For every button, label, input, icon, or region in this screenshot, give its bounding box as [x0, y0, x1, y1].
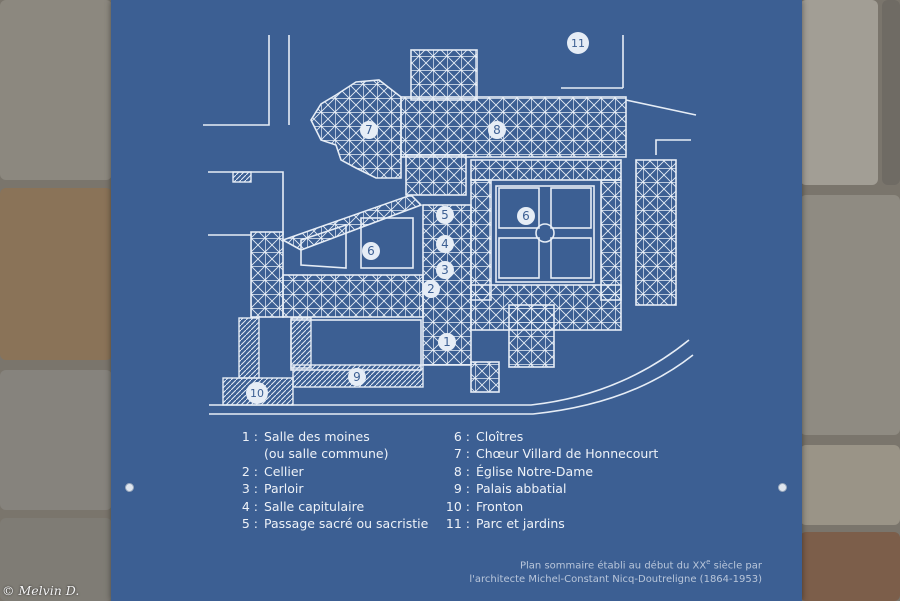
legend-right: 6 :Cloîtres 7 :Chœur Villard de Honnecou… — [436, 428, 658, 532]
boundary-line — [203, 35, 270, 126]
cloister-west-walk — [470, 179, 492, 301]
crossing — [405, 154, 467, 196]
marker-8: 8 — [488, 121, 506, 139]
svg-text:4: 4 — [441, 237, 449, 251]
svg-text:11: 11 — [571, 37, 585, 50]
marker-4: 4 — [436, 235, 454, 253]
information-sign: 1 2 3 4 5 6 6 7 8 9 10 11 1 :Salle des m… — [111, 0, 802, 601]
west-cloister-room — [360, 217, 414, 269]
refectory — [508, 304, 555, 368]
marker-1: 1 — [438, 333, 456, 351]
marker-9: 9 — [348, 368, 366, 386]
legend-item: 9 :Palais abbatial — [453, 481, 567, 497]
garden-parterre — [550, 187, 592, 229]
garden-parterre — [498, 237, 540, 279]
svg-text:2: 2 — [427, 282, 435, 296]
svg-text:1: 1 — [443, 335, 451, 349]
stone-block — [800, 445, 900, 525]
screw — [778, 483, 787, 492]
west-wing — [250, 231, 284, 318]
legend-item: 10 :Fronton — [445, 498, 524, 514]
abbey-floor-plan: 1 2 3 4 5 6 6 7 8 9 10 11 — [203, 32, 697, 415]
stone-block — [800, 195, 900, 435]
legend-left: 1 :Salle des moines (ou salle commune) 2… — [224, 428, 428, 532]
legend-item: 2 :Cellier — [241, 463, 304, 479]
screw — [125, 483, 134, 492]
road-curve — [209, 339, 690, 406]
legend-item: 7 :Chœur Villard de Honnecourt — [453, 446, 659, 462]
credit-line-1: Plan sommaire établi au début du XXe siè… — [520, 558, 762, 572]
palace-wall — [238, 317, 260, 379]
choir-apse — [310, 79, 402, 179]
legend-item: 11 :Parc et jardins — [445, 516, 565, 532]
legend-item: 1 :Salle des moines — [241, 429, 370, 444]
palace-wall — [290, 317, 312, 369]
garden-fountain — [535, 223, 555, 243]
legend-item: 3 :Parloir — [241, 481, 304, 497]
stone-block — [0, 188, 112, 360]
stone-block — [800, 532, 900, 601]
church-transept — [410, 49, 478, 101]
svg-text:7: 7 — [365, 123, 373, 137]
svg-text:10: 10 — [250, 387, 264, 400]
legend-item: 4 :Salle capitulaire — [241, 498, 365, 514]
legend-item: (ou salle commune) — [264, 446, 389, 462]
marker-7: 7 — [360, 121, 378, 139]
east-gallery — [635, 159, 677, 306]
cloister-walk — [281, 194, 423, 251]
svg-text:9: 9 — [353, 370, 361, 384]
svg-text:3: 3 — [441, 263, 449, 277]
svg-text:5: 5 — [441, 208, 449, 222]
church-nave — [400, 96, 627, 158]
svg-text:6: 6 — [367, 244, 375, 258]
stone-block — [0, 370, 112, 510]
credit-line-2: l'architecte Michel-Constant Nicq-Doutre… — [469, 574, 762, 586]
small-chapel — [470, 361, 500, 393]
legend-item: 6 :Cloîtres — [453, 429, 524, 444]
photographer-watermark: © Melvin D. — [2, 583, 80, 598]
plan-credit: Plan sommaire établi au début du XXe siè… — [469, 555, 762, 587]
marker-6-cloister: 6 — [517, 207, 535, 225]
stone-block — [882, 0, 900, 185]
west-cloister-room — [300, 223, 347, 269]
legend-item: 5 :Passage sacré ou sacristie — [241, 516, 429, 532]
boundary-line — [625, 99, 697, 116]
south-range — [282, 274, 424, 318]
cloister-east-walk — [600, 179, 622, 301]
legend-item: 8 :Église Notre-Dame — [453, 463, 594, 479]
stone-block — [800, 0, 878, 185]
stone-block — [0, 518, 112, 601]
cloister-garden — [495, 185, 595, 283]
cloister-north-walk — [470, 159, 622, 181]
marker-2: 2 — [422, 280, 440, 298]
outbuilding — [232, 171, 252, 183]
svg-text:8: 8 — [493, 123, 501, 137]
boundary-line — [655, 139, 691, 155]
road-curve — [209, 354, 694, 415]
marker-10: 10 — [246, 382, 268, 404]
marker-5: 5 — [436, 206, 454, 224]
marker-11: 11 — [567, 32, 589, 54]
stone-block — [0, 0, 112, 180]
marker-6-west: 6 — [362, 242, 380, 260]
garden-parterre — [498, 187, 540, 229]
garden-parterre — [550, 237, 592, 279]
marker-3: 3 — [436, 261, 454, 279]
svg-text:6: 6 — [522, 209, 530, 223]
